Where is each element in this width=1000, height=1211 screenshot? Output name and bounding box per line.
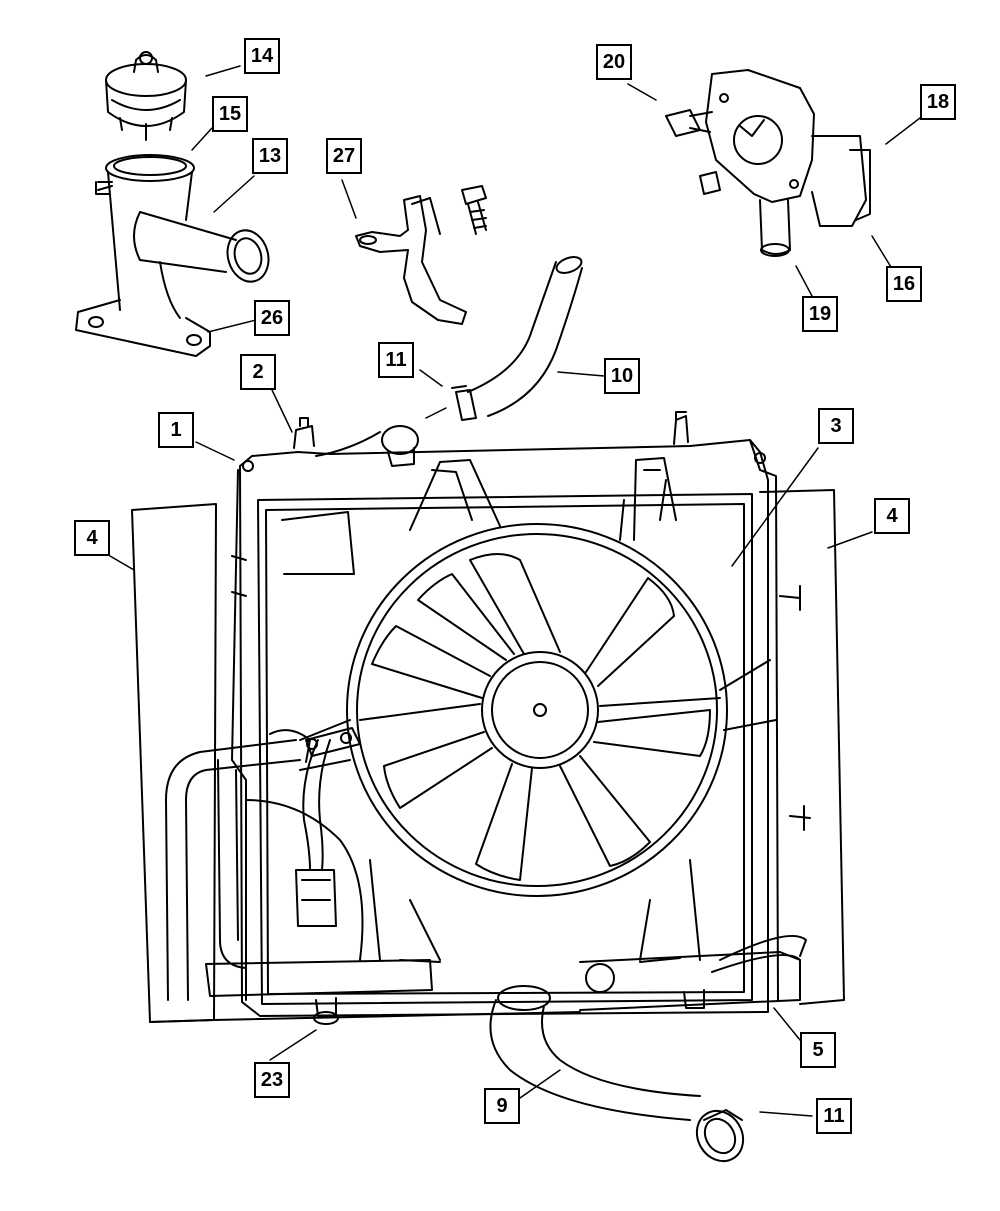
callout-4-right: 4 xyxy=(874,498,910,534)
callout-19: 19 xyxy=(802,296,838,332)
callout-5: 5 xyxy=(800,1032,836,1068)
lower-tank-part xyxy=(205,934,807,1163)
bracket-part xyxy=(355,185,487,325)
thermostat-housing-part xyxy=(75,154,270,357)
overflow-hose-part xyxy=(315,425,419,467)
water-outlet-part xyxy=(665,69,871,257)
callout-11-upper: 11 xyxy=(378,342,414,378)
callout-2: 2 xyxy=(240,354,276,390)
callout-27: 27 xyxy=(326,138,362,174)
callout-11-lower: 11 xyxy=(816,1098,852,1134)
fan-blades-part xyxy=(359,553,721,881)
callout-23: 23 xyxy=(254,1062,290,1098)
callout-20: 20 xyxy=(596,44,632,80)
callout-3: 3 xyxy=(818,408,854,444)
callout-14: 14 xyxy=(244,38,280,74)
radiator-part xyxy=(231,411,811,1017)
callout-9: 9 xyxy=(484,1088,520,1124)
callout-16: 16 xyxy=(886,266,922,302)
fan-shroud-part xyxy=(299,457,777,963)
callout-1: 1 xyxy=(158,412,194,448)
callout-18: 18 xyxy=(920,84,956,120)
wiring-harness-part xyxy=(245,727,364,961)
leader-lines xyxy=(109,65,921,1117)
thermostat-part xyxy=(105,51,187,141)
cooler-lines-part xyxy=(165,729,311,1001)
callout-13: 13 xyxy=(252,138,288,174)
callout-10: 10 xyxy=(604,358,640,394)
callout-15: 15 xyxy=(212,96,248,132)
callout-26: 26 xyxy=(254,300,290,336)
callout-4-left: 4 xyxy=(74,520,110,556)
upper-hose-part xyxy=(451,256,583,421)
condenser-part xyxy=(131,489,845,1023)
